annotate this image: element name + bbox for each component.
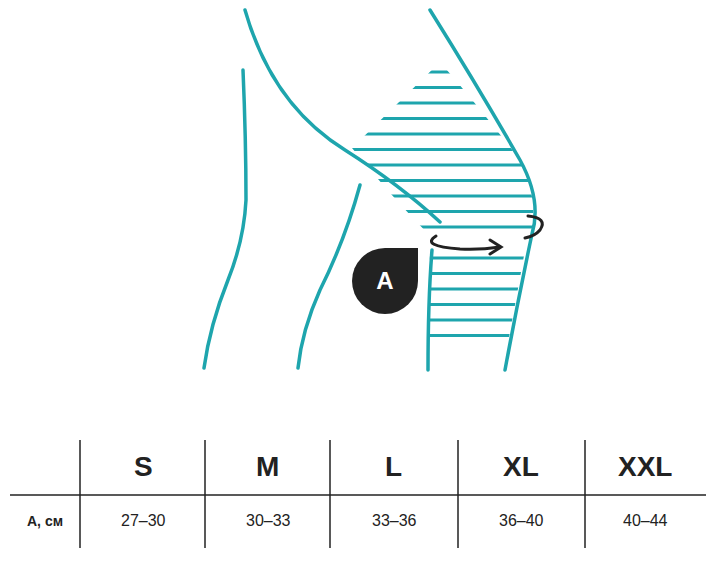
body-outline [204,10,535,370]
measure-arrow [431,216,542,254]
marker-letter: A [376,267,393,295]
table-cell: 33–36 [372,512,417,530]
hatch-line [330,241,560,244]
hatch-line [330,117,560,120]
size-header: L [385,451,402,483]
size-header: XXL [618,451,672,483]
hatch-line [330,226,560,229]
table-cell: 36–40 [499,512,544,530]
hatch-line [330,148,560,151]
size-header: S [134,451,153,483]
table-grid [10,440,706,548]
hatch-line [330,86,560,89]
table-cell: 40–44 [623,512,668,530]
table-cell: 30–33 [246,512,291,530]
marker-teardrop: A [352,248,418,314]
hatching [330,72,560,336]
hatch-line [330,210,560,213]
hatch-line [330,71,560,74]
hatch-line [330,133,560,136]
size-header: M [256,451,279,483]
hatch-line [330,319,560,322]
hatch-line [330,334,560,337]
row-label: A, см [27,513,63,529]
hatch-line [330,195,560,198]
hatch-line [330,102,560,105]
hatch-line [330,179,560,182]
size-header: XL [503,451,539,483]
table-cell: 27–30 [121,512,166,530]
